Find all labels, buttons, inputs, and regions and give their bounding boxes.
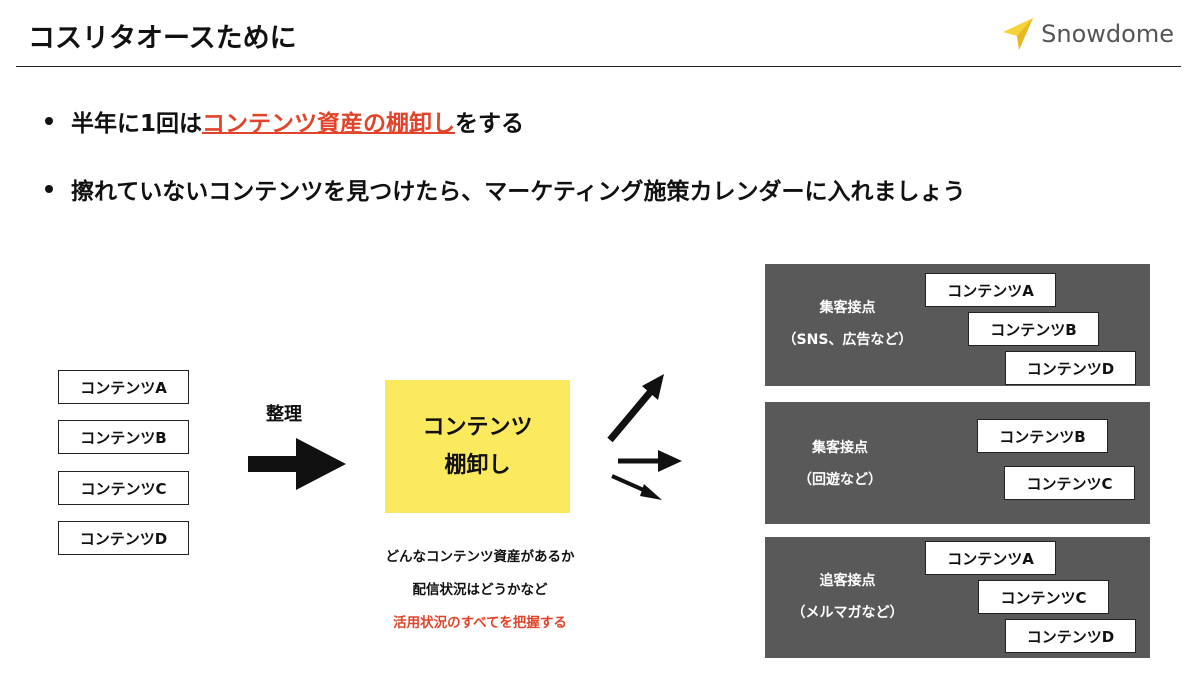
branch-arrows-icon (607, 374, 682, 500)
bullet-1: 半年に1回はコンテンツ資産の棚卸しをする (45, 104, 524, 138)
touchpoint-panel: 集客接点 （SNS、広告など） コンテンツA コンテンツB コンテンツD (765, 264, 1150, 386)
panel-subtitle: （回遊など） (798, 472, 882, 488)
bullet-text: をする (455, 111, 525, 137)
panel-title: 追客接点 (819, 573, 876, 589)
panel-title: 集客接点 (819, 300, 876, 316)
note-2: 配信状況はどうかなど (412, 582, 548, 598)
content-box: コンテンツA (925, 273, 1056, 307)
inventory-line1: コンテンツ (422, 414, 533, 440)
panel-subtitle: （SNS、広告など） (782, 332, 913, 348)
content-box: コンテンツD (1005, 619, 1136, 653)
content-box: コンテンツB (968, 312, 1099, 346)
bullet-2: 擦れていないコンテンツを見つけたら、マーケティング施策カレンダーに入れましょう (45, 172, 965, 206)
panel-title: 集客接点 (812, 440, 868, 456)
note-1: どんなコンテンツ資産があるか (385, 549, 575, 565)
bullet-highlight: コンテンツ資産の棚卸し (202, 111, 456, 137)
touchpoint-panel: 集客接点 （回遊など） コンテンツB コンテンツC (765, 402, 1150, 524)
content-box: コンテンツB (58, 420, 189, 454)
touchpoint-panel: 追客接点 （メルマガなど） コンテンツA コンテンツC コンテンツD (765, 537, 1150, 658)
inventory-box: コンテンツ 棚卸し (385, 380, 570, 513)
content-box: コンテンツC (1004, 466, 1135, 500)
content-box: コンテンツB (977, 419, 1108, 453)
logo: Snowdome (1001, 16, 1174, 52)
divider (16, 66, 1181, 67)
bullet-dot (45, 185, 53, 193)
arrow-label: 整理 (266, 404, 302, 425)
content-box: コンテンツA (925, 541, 1056, 575)
bullet-text: 擦れていないコンテンツを見つけたら、マーケティング施策カレンダーに入れましょう (71, 179, 966, 205)
panel-subtitle: （メルマガなど） (791, 605, 904, 621)
content-box: コンテンツD (1005, 351, 1136, 385)
slide-title: コスリタオースために (28, 23, 297, 54)
bullet-dot (45, 117, 53, 125)
inventory-line2: 棚卸し (444, 452, 511, 478)
logo-text: Snowdome (1041, 20, 1174, 48)
content-box: コンテンツD (58, 521, 189, 555)
paper-plane-icon (1003, 18, 1034, 50)
content-box: コンテンツC (978, 580, 1109, 614)
note-3: 活用状況のすべてを把握する (393, 615, 567, 631)
content-box: コンテンツC (58, 471, 189, 505)
content-box: コンテンツA (58, 370, 189, 404)
right-arrow-icon (248, 438, 346, 490)
bullet-text: 半年に1回は (71, 111, 203, 137)
